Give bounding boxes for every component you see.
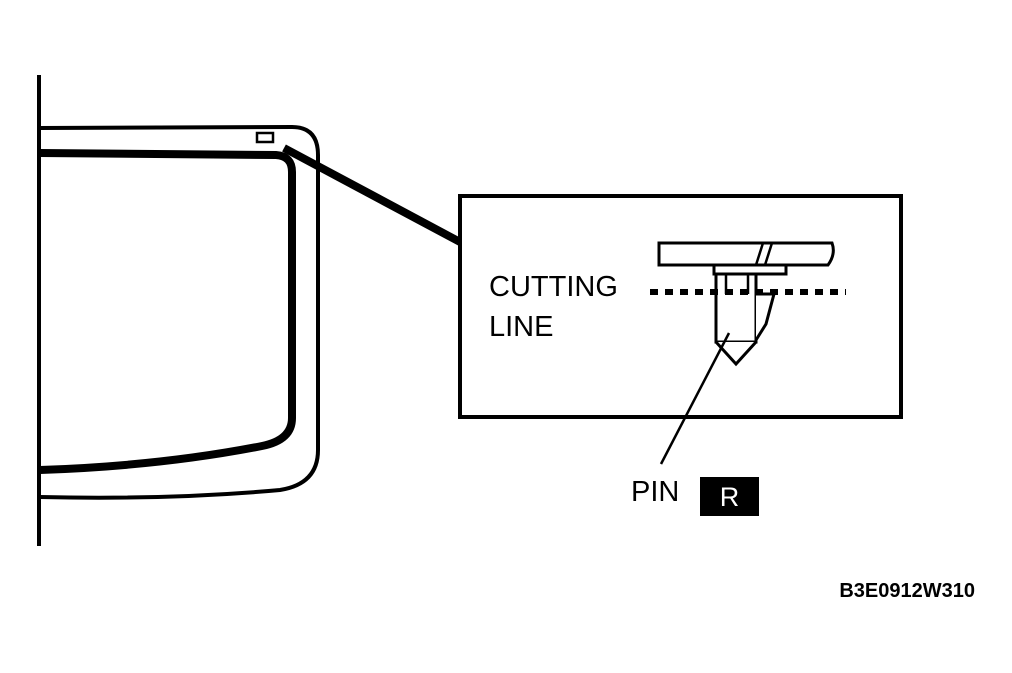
panel-break-line-1 [754,242,765,266]
detail-leader-line [282,144,462,246]
trim-panel-section [657,241,835,267]
window-frame-outer [39,124,320,500]
cutting-line-label-2: LINE [489,311,553,343]
cutting-line-label-1: CUTTING [489,271,618,303]
pin-leader-line [659,332,731,465]
window-glass-outline [39,149,296,474]
pin-barb [754,292,776,341]
detail-box [458,194,903,419]
pin-badge-label: R [720,482,740,512]
pin-label: PIN [631,476,679,508]
pin-shank [714,272,758,344]
pin-badge [700,477,759,516]
figure-code: B3E0912W310 [839,580,975,602]
pin-location-marker [255,131,275,144]
pin-tip [714,340,758,367]
panel-break-line-2 [763,242,774,266]
